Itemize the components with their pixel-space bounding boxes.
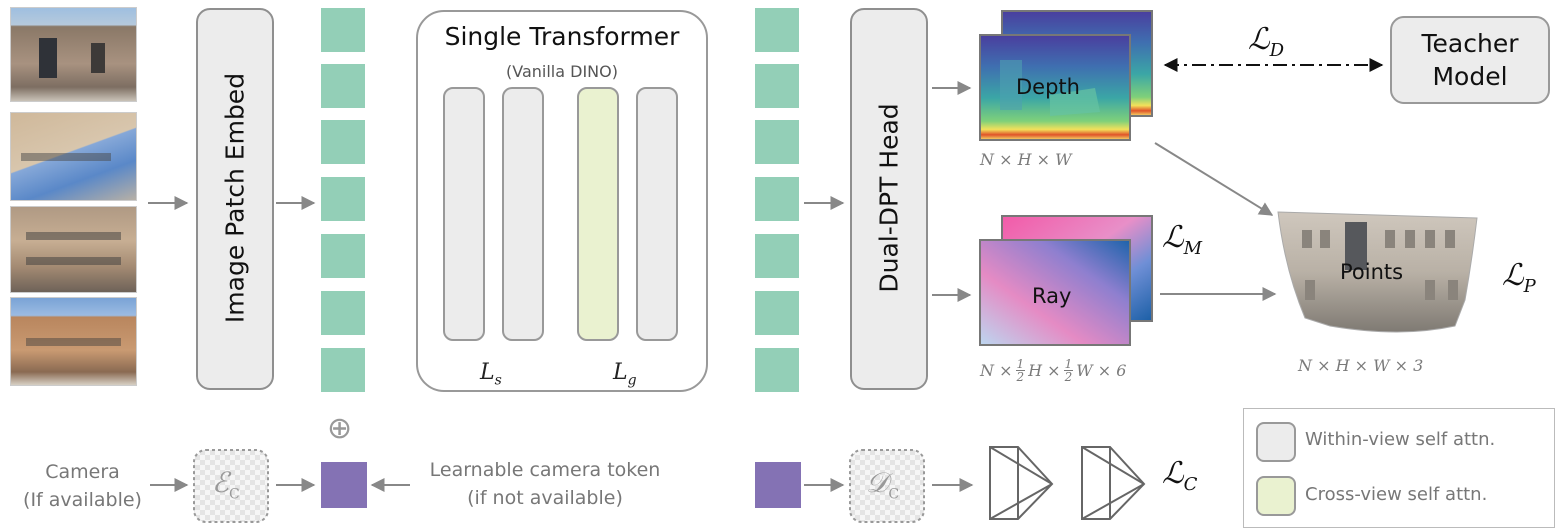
patch-token bbox=[321, 348, 365, 392]
output-token bbox=[755, 8, 799, 52]
ls-label: Ls bbox=[480, 360, 502, 389]
output-token bbox=[755, 177, 799, 221]
teacher-line-1: Teacher bbox=[1421, 29, 1519, 58]
image-patch-embed-box bbox=[196, 8, 274, 390]
transformer-title: Single Transformer bbox=[444, 22, 680, 51]
ray-map-front bbox=[979, 239, 1131, 346]
plus-icon: ⊕ bbox=[327, 411, 353, 446]
dual-dpt-head-label: Dual-DPT Head bbox=[874, 103, 904, 293]
depth-label: Depth bbox=[1016, 75, 1080, 99]
learnable-token-line-1: Learnable camera token bbox=[429, 459, 661, 481]
learnable-token-line-2: (if not available) bbox=[467, 487, 623, 509]
patch-token bbox=[321, 177, 365, 221]
input-image-3 bbox=[10, 206, 137, 293]
input-image-1 bbox=[10, 7, 137, 102]
cross-view-layer bbox=[577, 87, 619, 341]
patch-token bbox=[321, 234, 365, 278]
within-view-layer bbox=[636, 87, 678, 341]
teacher-model-label: Teacher Model bbox=[1390, 27, 1550, 93]
patch-token bbox=[321, 64, 365, 108]
legend-cross-swatch bbox=[1256, 476, 1296, 516]
within-view-layer bbox=[443, 87, 485, 341]
loss-points: ℒP bbox=[1502, 258, 1536, 297]
window-row bbox=[26, 338, 121, 346]
loss-ray: ℒM bbox=[1162, 220, 1203, 259]
camera-input-line-2: (If available) bbox=[23, 489, 142, 511]
image-patch-embed-label: Image Patch Embed bbox=[220, 72, 250, 324]
legend-within-swatch bbox=[1256, 422, 1296, 462]
teacher-line-2: Model bbox=[1432, 62, 1508, 91]
camera-decoder-symbol: 𝒟C bbox=[866, 466, 900, 503]
patch-token bbox=[321, 120, 365, 164]
legend-cross-label: Cross-view self attn. bbox=[1305, 484, 1488, 505]
lg-label: Lg bbox=[613, 360, 637, 389]
learnable-token-label: Learnable camera token (if not available… bbox=[415, 456, 675, 512]
camera-token bbox=[321, 462, 367, 508]
camera-frustum-1 bbox=[989, 446, 1054, 520]
point-cloud bbox=[1277, 211, 1478, 333]
window-detail bbox=[39, 38, 57, 78]
points-dims: N × H × W × 3 bbox=[1298, 356, 1424, 375]
legend-within-label: Within-view self attn. bbox=[1305, 429, 1496, 450]
window-row bbox=[26, 232, 121, 240]
camera-frustum-2 bbox=[1081, 446, 1146, 520]
output-token bbox=[755, 64, 799, 108]
output-token bbox=[755, 291, 799, 335]
output-token bbox=[755, 348, 799, 392]
depth-dims: N × H × W bbox=[980, 150, 1072, 169]
ray-label: Ray bbox=[1032, 284, 1072, 308]
loss-depth: ℒD bbox=[1248, 22, 1285, 61]
output-token bbox=[755, 234, 799, 278]
output-token bbox=[755, 120, 799, 164]
points-label: Points bbox=[1340, 260, 1404, 284]
camera-encoder-box bbox=[193, 449, 269, 523]
loss-camera: ℒC bbox=[1162, 456, 1198, 495]
window-detail bbox=[91, 43, 105, 73]
camera-token-output bbox=[755, 462, 801, 508]
window-row bbox=[21, 153, 111, 161]
dual-dpt-head-box bbox=[850, 8, 928, 390]
patch-token bbox=[321, 8, 365, 52]
input-image-4 bbox=[10, 297, 137, 386]
input-image-2 bbox=[10, 112, 137, 201]
ray-dims: N × 1 2 H × 1 2 W × 6 bbox=[980, 357, 1127, 384]
window-row bbox=[26, 257, 121, 265]
teacher-model-box bbox=[1390, 16, 1550, 104]
camera-input-line-1: Camera bbox=[45, 461, 120, 483]
transformer-subtitle: (Vanilla DINO) bbox=[506, 62, 618, 81]
patch-token bbox=[321, 291, 365, 335]
camera-decoder-box bbox=[849, 449, 925, 523]
camera-encoder-symbol: ℰC bbox=[212, 466, 240, 503]
within-view-layer bbox=[502, 87, 544, 341]
camera-input-label: Camera (If available) bbox=[10, 458, 155, 514]
arrow-depth-to-points bbox=[1154, 142, 1274, 216]
depth-map-front bbox=[979, 34, 1131, 141]
